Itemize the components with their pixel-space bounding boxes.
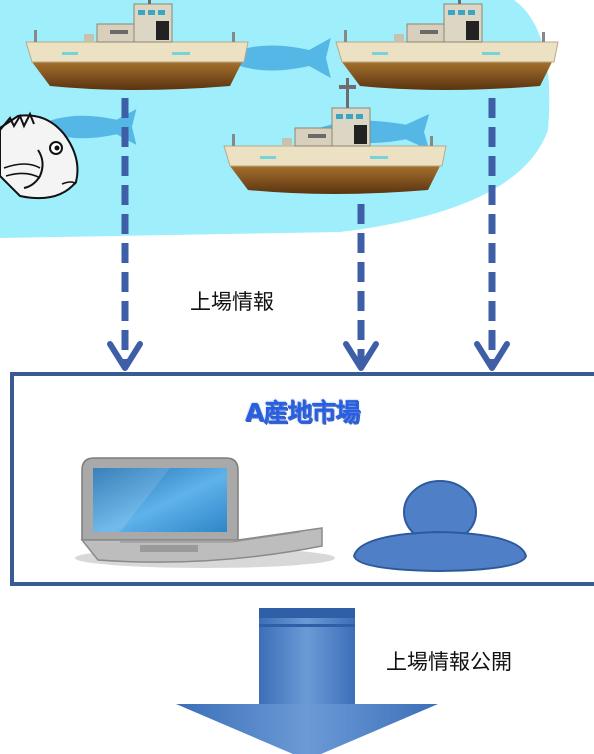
catch-info-arrow bbox=[474, 98, 510, 371]
person-icon bbox=[352, 480, 528, 573]
catch-info-arrow bbox=[343, 204, 379, 371]
market-title: A産地市場 bbox=[245, 398, 360, 427]
catch-info-label: 上場情報 bbox=[190, 290, 274, 314]
fish-icon bbox=[0, 111, 79, 200]
publish-info-label: 上場情報公開 bbox=[386, 650, 512, 674]
laptop-icon bbox=[75, 457, 335, 568]
catch-info-arrow bbox=[107, 98, 143, 371]
down-arrow-icon bbox=[176, 608, 438, 754]
